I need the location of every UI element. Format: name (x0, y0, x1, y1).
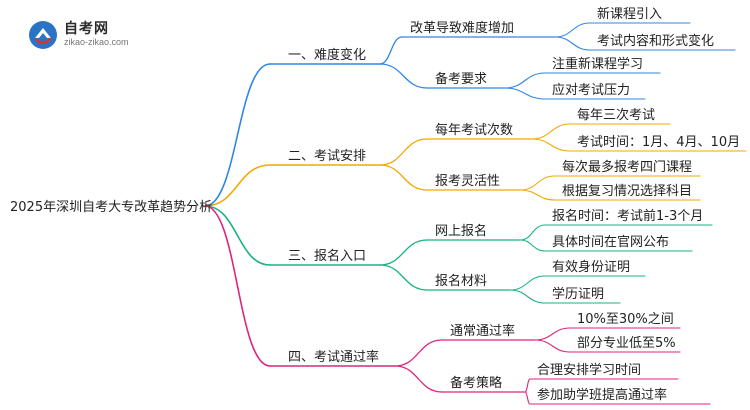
leaf-topic: 合理安排学习时间 (537, 363, 642, 378)
leaf-topic: 注重新课程学习 (552, 57, 644, 72)
subtopic: 改革导致难度增加 (410, 21, 515, 36)
subtopic: 备考要求 (435, 72, 488, 87)
leaf-topic: 根据复习情况选择科目 (562, 184, 693, 199)
leaf-connector (519, 224, 546, 241)
leaf-topic: 部分专业低至5% (577, 336, 676, 351)
branch-topic: 四、考试通过率 (288, 350, 380, 365)
subtopic-connector (379, 36, 403, 65)
leaf-connector (504, 87, 546, 100)
leaf-connector (554, 22, 591, 38)
leaf-connector (509, 275, 546, 291)
subtopic: 备考策略 (450, 376, 503, 391)
leaf-topic: 学历证明 (552, 287, 605, 302)
branch-connector (204, 164, 271, 207)
subtopic-connector (379, 63, 428, 89)
leaf-topic: 有效身份证明 (552, 260, 631, 275)
branch-topic: 二、考试安排 (288, 149, 367, 164)
leaf-topic: 10%至30%之间 (577, 312, 674, 327)
leaf-connector (519, 175, 556, 191)
leaf-topic: 考试时间：1月、4月、10月 (577, 135, 741, 150)
subtopic-connector (394, 365, 443, 393)
leaf-connector (554, 36, 591, 51)
subtopic-connector (379, 164, 428, 191)
leaf-connector (524, 378, 531, 393)
leaf-connector (524, 391, 531, 405)
subtopic: 每年考试次数 (435, 123, 514, 138)
leaf-topic: 每次最多报考四门课程 (562, 160, 693, 175)
leaf-topic: 应对考试压力 (552, 83, 631, 98)
leaf-connector (531, 138, 571, 152)
site-logo[interactable]: 自考网 zikao-zikao.com (28, 18, 148, 52)
branch-topic: 一、难度变化 (288, 48, 367, 63)
leaf-connector (504, 72, 546, 89)
root-topic: 2025年深圳自考大专改革趋势分析 (10, 200, 213, 215)
subtopic-connector (394, 339, 443, 367)
leaf-topic: 具体时间在官网公布 (552, 235, 670, 250)
subtopic-connector (379, 138, 428, 166)
leaf-topic: 每年三次考试 (577, 108, 656, 123)
leaf-connector (509, 289, 546, 304)
branch-connector (204, 63, 271, 207)
subtopic: 通常通过率 (450, 324, 516, 339)
branch-connector (204, 205, 271, 266)
leaf-topic: 参加助学班提高通过率 (537, 388, 668, 403)
leaf-topic: 报名时间：考试前1-3个月 (552, 209, 704, 224)
branch-connector (204, 205, 271, 367)
subtopic-connector (379, 239, 428, 266)
leaf-connector (519, 239, 546, 252)
logo-title: 自考网 (64, 21, 109, 37)
subtopic: 网上报名 (435, 224, 488, 239)
leaf-topic: 新课程引入 (597, 7, 663, 22)
leaf-connector (534, 339, 571, 353)
branch-topic: 三、报名入口 (288, 249, 367, 264)
subtopic: 报考灵活性 (435, 174, 501, 189)
subtopic: 报名材料 (435, 274, 488, 289)
logo-subtitle: zikao-zikao.com (64, 37, 129, 47)
subtopic-connector (379, 264, 428, 291)
leaf-connector (534, 327, 571, 341)
leaf-connector (519, 189, 556, 201)
leaf-connector (531, 123, 571, 140)
leaf-topic: 考试内容和形式变化 (597, 34, 715, 49)
logo-badge-icon (29, 21, 57, 49)
